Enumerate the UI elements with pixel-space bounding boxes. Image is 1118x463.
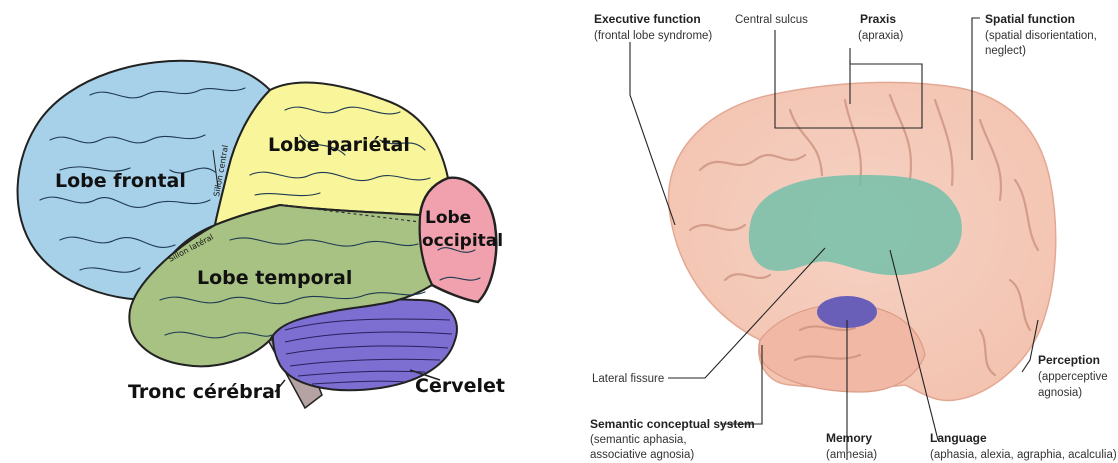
central-sulcus-title: Central sulcus <box>735 14 808 26</box>
cerebellum-label: Cervelet <box>415 375 505 397</box>
semantic-system-sub1: (semantic aphasia, <box>590 434 687 446</box>
semantic-system-title: Semantic conceptual system <box>590 417 755 431</box>
parietal-lobe-label: Lobe pariétal <box>268 134 410 156</box>
function-diagram: Executive function (frontal lobe syndrom… <box>560 0 1118 463</box>
memory-title: Memory <box>826 431 872 445</box>
language-title: Language <box>930 431 987 445</box>
language-sub: (aphasia, alexia, agraphia, acalculia) <box>930 449 1117 461</box>
perception-sub2: agnosia) <box>1038 387 1082 399</box>
semantic-system-sub2: associative agnosia) <box>590 449 694 461</box>
spatial-function-sub2: neglect) <box>985 45 1026 57</box>
frontal-lobe-label: Lobe frontal <box>55 170 186 192</box>
language-area <box>749 175 962 275</box>
lateral-fissure-title: Lateral fissure <box>592 373 664 385</box>
occipital-lobe-label-line1: Lobe <box>425 208 471 228</box>
temporal-lobe-label: Lobe temporal <box>197 267 352 289</box>
perception-sub1: (apperceptive <box>1038 371 1108 383</box>
spatial-function-title: Spatial function <box>985 12 1075 26</box>
executive-function-title: Executive function <box>594 12 701 26</box>
function-diagram-svg: Executive function (frontal lobe syndrom… <box>560 0 1118 463</box>
lobes-diagram: Lobe frontal Lobe pariétal Lobe occipita… <box>0 0 540 463</box>
praxis-title: Praxis <box>860 12 896 26</box>
brainstem-label: Tronc cérébral <box>128 381 281 403</box>
lobes-diagram-svg: Lobe frontal Lobe pariétal Lobe occipita… <box>0 0 540 463</box>
executive-function-sub: (frontal lobe syndrome) <box>594 30 712 42</box>
occipital-lobe-label-line2: occipital <box>422 231 503 251</box>
praxis-sub: (apraxia) <box>858 30 904 42</box>
perception-title: Perception <box>1038 353 1100 367</box>
memory-sub: (amnesia) <box>826 449 877 461</box>
spatial-function-sub1: (spatial disorientation, <box>985 30 1097 42</box>
